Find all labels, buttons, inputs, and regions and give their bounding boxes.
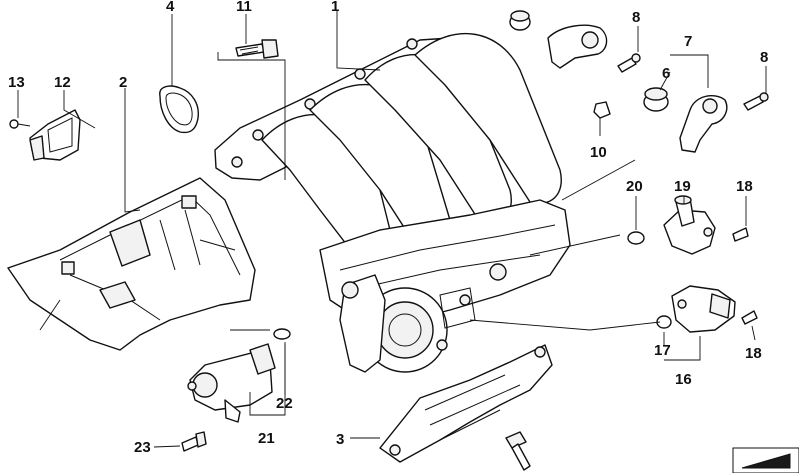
callout-20: 20 <box>626 178 643 195</box>
heat-shield-part <box>7 177 256 351</box>
callout-13: 13 <box>8 74 25 91</box>
intake-manifold-part <box>214 32 571 373</box>
callout-21: 21 <box>258 430 275 447</box>
callout-18-upper: 18 <box>736 178 753 195</box>
screw-18-part <box>741 310 758 325</box>
callout-18: 18 <box>745 345 762 362</box>
actuator-21-part <box>187 343 276 423</box>
callout-22: 22 <box>276 395 293 412</box>
bolt-11-part <box>235 39 279 59</box>
bracket-12-part <box>29 109 81 161</box>
callout-19: 19 <box>674 178 691 195</box>
callout-4: 4 <box>166 0 175 15</box>
grommet-6-upper-part <box>509 10 531 31</box>
grommet-6-part <box>643 87 669 112</box>
callout-7: 7 <box>684 33 692 50</box>
nut-10-part <box>593 101 611 119</box>
callout-8: 8 <box>760 49 768 66</box>
screw-23-part <box>181 431 207 452</box>
callout-2: 2 <box>119 74 127 91</box>
callout-12: 12 <box>54 74 71 91</box>
callout-23: 23 <box>134 439 151 456</box>
callout-16: 16 <box>675 371 692 388</box>
callout-8-upper: 8 <box>632 9 640 26</box>
support-bracket-3-part <box>379 344 553 471</box>
o-ring-20-part <box>627 231 645 245</box>
callout-1: 1 <box>331 0 339 15</box>
screw-13-part <box>9 119 31 129</box>
gasket-4-part <box>159 85 199 134</box>
leader-lines <box>17 10 767 448</box>
callout-3: 3 <box>336 431 344 448</box>
callout-10: 10 <box>590 144 607 161</box>
o-ring-22-part <box>273 328 291 340</box>
sensor-19-part <box>663 195 716 255</box>
bracket-7-part <box>679 94 728 153</box>
screw-8-upper-part <box>617 53 641 73</box>
bracket-7-upper-part <box>547 24 608 69</box>
screw-8-part <box>743 92 769 111</box>
callout-labels: 1 2 3 4 6 7 8 8 10 11 12 13 16 17 18 18 … <box>8 0 768 456</box>
catalog-symbol <box>732 447 799 473</box>
callout-11: 11 <box>236 0 252 15</box>
screw-18-upper-part <box>732 227 749 242</box>
sensor-16-part <box>671 285 736 333</box>
callout-6: 6 <box>662 65 670 82</box>
callout-17: 17 <box>654 342 671 359</box>
